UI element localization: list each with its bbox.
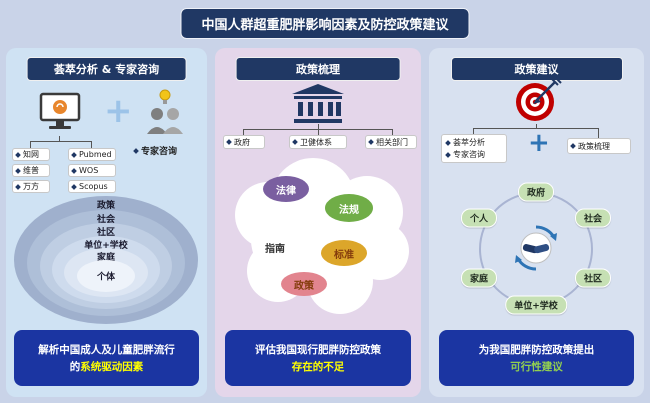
policy-cloud: 法律 法规 指南 标准 政策: [223, 154, 413, 324]
connector-line: [318, 129, 319, 135]
diamond-bullet: [15, 167, 21, 174]
source-government: 政府: [223, 135, 265, 149]
connector-line: [243, 129, 244, 135]
diamond-bullet: [445, 139, 451, 146]
database-vip: 维普: [12, 164, 50, 177]
diamond-bullet: [71, 151, 77, 158]
diamond-bullet: [133, 147, 139, 154]
connector-line: [30, 141, 31, 148]
database-wos: WOS: [68, 164, 116, 177]
stakeholder-society: 社会: [574, 208, 612, 228]
stakeholder-workplace-school: 单位+学校: [505, 295, 567, 315]
connector-line: [318, 124, 319, 129]
connector-line: [91, 141, 92, 148]
conclusion-middle: 评估我国现行肥胖防控政策 存在的不足: [225, 330, 411, 386]
highlighted-text: 可行性建议: [510, 360, 563, 373]
policy-type-law: 法律: [263, 176, 309, 202]
literature-database-icon: [36, 92, 84, 140]
conclusion-left-line1: 解析中国成人及儿童肥胖流行: [38, 343, 175, 356]
connector-line: [392, 129, 393, 135]
diamond-bullet: [292, 139, 298, 145]
database-pubmed: Pubmed: [68, 148, 116, 161]
panel-meta-analysis: 荟萃分析 & 专家咨询 + 专家咨询: [6, 48, 207, 397]
input-policy-review: 政策梳理: [567, 138, 631, 154]
plus-icon: +: [528, 128, 550, 158]
diamond-bullet: [570, 143, 576, 149]
diamond-bullet: [15, 151, 21, 158]
connector-line: [59, 136, 60, 141]
connector-line: [536, 124, 537, 128]
target-bullseye-icon: [511, 76, 563, 128]
diamond-bullet: [226, 139, 232, 145]
conclusion-middle-line1: 评估我国现行肥胖防控政策: [255, 343, 381, 356]
diamond-bullet: [445, 151, 451, 158]
experts-lightbulb-icon: [142, 88, 188, 144]
highlighted-text: 存在的不足: [291, 360, 345, 373]
connector-line: [473, 128, 599, 129]
highlighted-text: 系统驱动因素: [80, 360, 144, 373]
conclusion-right-line1: 为我国肥胖防控政策提出: [478, 343, 595, 356]
database-wanfang: 万方: [12, 180, 50, 193]
conclusion-left: 解析中国成人及儿童肥胖流行 的系统驱动因素: [14, 330, 199, 386]
database-cnki: 知网: [12, 148, 50, 161]
policy-type-guideline: 指南: [265, 243, 285, 255]
stakeholder-family: 家庭: [460, 268, 498, 288]
diamond-bullet: [15, 183, 21, 190]
input-meta-analysis-expert: 荟萃分析 专家咨询: [441, 134, 507, 163]
conclusion-left-line2: 的系统驱动因素: [69, 360, 144, 373]
policy-type-standard: 标准: [321, 240, 367, 266]
panel-middle-header: 政策梳理: [235, 57, 401, 81]
stakeholder-community: 社区: [574, 268, 612, 288]
handshake-cooperation-icon: [512, 224, 560, 276]
expert-consult-text: 专家咨询: [141, 147, 178, 157]
policy-type-regulation: 法规: [325, 194, 373, 222]
conclusion-right: 为我国肥胖防控政策提出 可行性建议: [439, 330, 634, 386]
source-related-departments: 相关部门: [365, 135, 417, 149]
expert-consult-label: 专家咨询: [133, 144, 206, 157]
database-scopus: Scopus: [68, 180, 116, 193]
stakeholder-government: 政府: [517, 182, 555, 202]
policy-type-policy: 政策: [281, 272, 327, 296]
source-health-system: 卫健体系: [289, 135, 347, 149]
panel-policy-recommendation: 政策建议 荟萃分析 专家咨询 + 政策梳理: [429, 48, 644, 397]
page-title: 中国人群超重肥胖影响因素及防控政策建议: [180, 8, 470, 39]
panel-policy-review: 政策梳理 政府 卫健体系 相关部门: [215, 48, 421, 397]
government-institution-icon: [290, 84, 346, 128]
panel-right-header: 政策建议: [450, 57, 623, 81]
diamond-bullet: [71, 183, 77, 190]
diamond-bullet: [368, 139, 374, 145]
stakeholder-individual: 个人: [460, 208, 498, 228]
connector-line: [473, 128, 474, 134]
connector-line: [30, 141, 92, 142]
plus-icon: +: [104, 91, 133, 131]
connector-line: [598, 128, 599, 138]
onion-ring-individual: 个体: [77, 260, 135, 292]
panel-left-header: 荟萃分析 & 专家咨询: [26, 57, 187, 81]
diamond-bullet: [71, 167, 77, 174]
